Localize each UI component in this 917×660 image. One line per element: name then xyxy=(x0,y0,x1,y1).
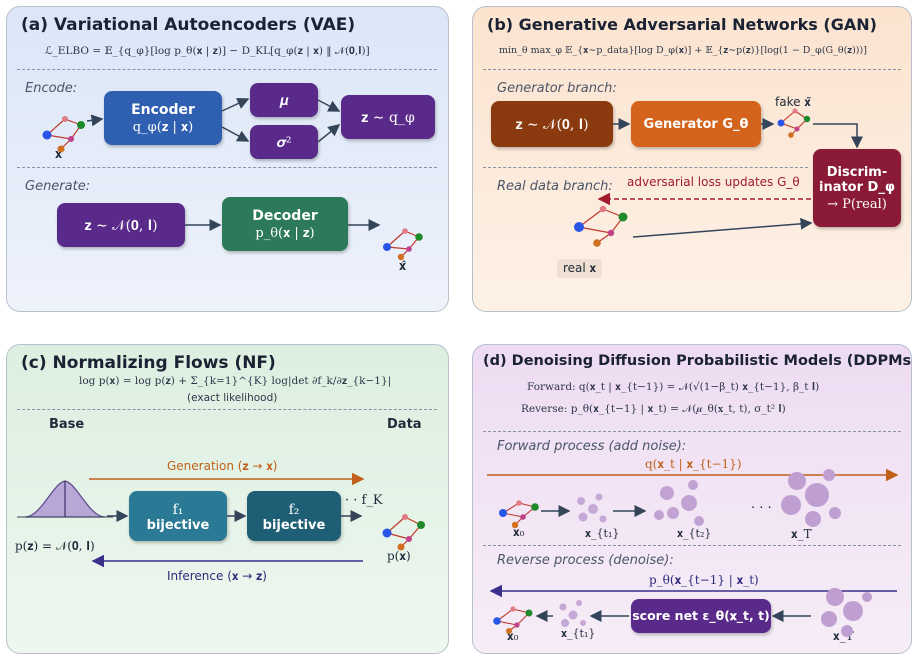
ddpm-xt1-top: 𝐱_{t₁} xyxy=(585,527,620,540)
nf-gaussian-icon xyxy=(17,480,113,518)
vae-output-graph-icon xyxy=(383,228,423,261)
gan-fake-graph-icon xyxy=(777,108,811,138)
nf-divider xyxy=(17,409,437,410)
gan-divider-2 xyxy=(483,167,808,168)
ddpm-x0-graph-icon-top xyxy=(499,500,539,529)
ddpm-divider-1 xyxy=(483,431,901,432)
nf-f2-bijective: bijective xyxy=(262,517,326,533)
ddpm-score-net-label: score net ε_θ(𝐱_t, t) xyxy=(632,608,770,623)
vae-encoder-title: Encoder xyxy=(131,101,195,118)
nf-panel: (c) Normalizing Flows (NF) log p(𝐱) = lo… xyxy=(6,344,449,654)
ddpm-divider-2 xyxy=(483,545,901,546)
gan-real-label: real 𝐱 xyxy=(557,259,603,278)
vae-sigma-box: 𝝈² xyxy=(250,125,318,159)
ddpm-x0-bottom: 𝐱₀ xyxy=(507,629,519,643)
vae-z-sample-box: 𝐳 ∼ q_φ xyxy=(341,95,435,139)
nf-generation-label: Generation (𝐳 → 𝐱) xyxy=(167,459,278,473)
vae-elbo-equation: ℒ_ELBO = 𝔼_{q_φ}[log p_θ(𝐱 | 𝐳)] − D_KL[… xyxy=(45,45,370,57)
ddpm-reverse-label: Reverse process (denoise): xyxy=(497,553,674,568)
gan-divider-1 xyxy=(483,69,901,70)
gan-fake-label: fake 𝐱̃ xyxy=(775,95,811,109)
nf-f2-box: f₂ bijective xyxy=(247,491,341,541)
vae-title: (a) Variational Autoencoders (VAE) xyxy=(21,15,356,35)
vae-decoder-box: Decoder p_θ(𝐱 | 𝐳) xyxy=(222,197,348,251)
ddpm-panel: (d) Denoising Diffusion Probabilistic Mo… xyxy=(472,344,912,654)
vae-input-graph-icon xyxy=(42,116,85,153)
ddpm-xt2-top: 𝐱_{t₂} xyxy=(677,527,712,540)
gan-disc-line1: Discrim- xyxy=(826,164,888,180)
vae-panel: (a) Variational Autoencoders (VAE) ℒ_ELB… xyxy=(6,6,449,312)
nf-f1-box: f₁ bijective xyxy=(129,491,227,541)
ddpm-xT-blob-top xyxy=(781,469,841,527)
ddpm-p-label: p_θ(𝐱_{t−1} | 𝐱_t) xyxy=(649,573,759,587)
vae-sigma-label: 𝝈² xyxy=(276,135,292,151)
gan-disc-line3: → P(real) xyxy=(827,196,887,212)
ddpm-q-label: q(𝐱_t | 𝐱_{t−1}) xyxy=(645,457,742,471)
gan-objective: min_θ max_φ 𝔼_{𝐱∼p_data}[log D_φ(𝐱)] + 𝔼… xyxy=(499,45,867,56)
nf-px-label: p(𝐱) xyxy=(387,549,411,563)
ddpm-xT-top: 𝐱_T xyxy=(791,527,812,541)
ddpm-x0-top: 𝐱₀ xyxy=(513,525,525,539)
ddpm-score-net-box: score net ε_θ(𝐱_t, t) xyxy=(631,599,771,633)
nf-f1-label: f₁ xyxy=(172,501,184,518)
vae-mu-box: 𝝁 xyxy=(250,83,318,117)
vae-xhat-label: 𝐱̂ xyxy=(399,259,407,274)
ddpm-forward-equation: Forward: q(𝐱_t | 𝐱_{t−1}) = 𝒩(√(1−β_t) 𝐱… xyxy=(527,381,820,393)
ddpm-xt1-blob-bottom xyxy=(559,600,586,627)
nf-data-label: Data xyxy=(387,417,422,432)
vae-prior-box: 𝐳 ∼ 𝒩(𝟎, 𝐈) xyxy=(57,203,185,247)
nf-equation-note: (exact likelihood) xyxy=(187,392,278,404)
ddpm-xt1-blob-top xyxy=(577,493,607,523)
nf-title: (c) Normalizing Flows (NF) xyxy=(21,353,276,373)
vae-z-sample-label: 𝐳 ∼ q_φ xyxy=(361,110,415,126)
nf-f2-label: f₂ xyxy=(288,501,300,518)
ddpm-xt2-blob-top xyxy=(654,480,704,526)
ddpm-forward-label: Forward process (add noise): xyxy=(497,439,687,454)
gan-title: (b) Generative Adversarial Networks (GAN… xyxy=(487,15,877,34)
nf-pz-label: p(𝐳) = 𝒩(𝟎, 𝐈) xyxy=(15,539,95,553)
ddpm-title: (d) Denoising Diffusion Probabilistic Mo… xyxy=(483,353,912,369)
ddpm-xT-bottom: 𝐱_T xyxy=(833,629,854,643)
nf-base-label: Base xyxy=(49,417,85,432)
vae-decoder-title: Decoder xyxy=(252,207,318,224)
vae-mu-label: 𝝁 xyxy=(279,93,289,109)
vae-divider-2 xyxy=(17,167,437,168)
nf-equation: log p(𝐱) = log p(𝐳) + Σ_{k=1}^{K} log|de… xyxy=(79,375,392,387)
gan-adversarial-label: adversarial loss updates G_θ xyxy=(627,175,800,189)
gan-generator-box: Generator G_θ xyxy=(631,101,761,147)
nf-inference-label: Inference (𝐱 → 𝐳) xyxy=(167,569,267,583)
vae-encoder-box: Encoder q_φ(𝐳 | 𝐱) xyxy=(104,91,222,145)
vae-generate-label: Generate: xyxy=(25,179,91,194)
ddpm-dots: · · · xyxy=(751,501,772,516)
vae-divider-1 xyxy=(17,69,437,70)
nf-fk-label: · · f_K xyxy=(345,493,383,508)
gan-real-branch-label: Real data branch: xyxy=(497,179,613,194)
ddpm-xt1-bottom: 𝐱_{t₁} xyxy=(561,627,596,640)
gan-panel: (b) Generative Adversarial Networks (GAN… xyxy=(472,6,912,312)
vae-prior-label: 𝐳 ∼ 𝒩(𝟎, 𝐈) xyxy=(84,218,158,234)
vae-decoder-sub: p_θ(𝐱 | 𝐳) xyxy=(255,225,315,241)
gan-prior-label: 𝐳 ∼ 𝒩(𝟎, 𝐈) xyxy=(515,117,589,133)
nf-output-graph-icon xyxy=(382,514,425,551)
ddpm-reverse-equation: Reverse: p_θ(𝐱_{t−1} | 𝐱_t) = 𝒩(𝝁_θ(𝐱_t,… xyxy=(521,403,786,415)
vae-encoder-sub: q_φ(𝐳 | 𝐱) xyxy=(132,119,194,135)
vae-encode-label: Encode: xyxy=(25,81,78,96)
gan-prior-box: 𝐳 ∼ 𝒩(𝟎, 𝐈) xyxy=(491,101,613,147)
nf-f1-bijective: bijective xyxy=(146,517,210,533)
gan-generator-label: Generator G_θ xyxy=(643,116,749,132)
gan-generator-branch-label: Generator branch: xyxy=(497,81,617,96)
gan-discriminator-box: Discrim- inator D_φ → P(real) xyxy=(813,149,901,227)
vae-x-label: 𝐱 xyxy=(55,147,63,162)
gan-real-graph-icon xyxy=(574,205,628,247)
gan-disc-line2: inator D_φ xyxy=(818,179,896,195)
